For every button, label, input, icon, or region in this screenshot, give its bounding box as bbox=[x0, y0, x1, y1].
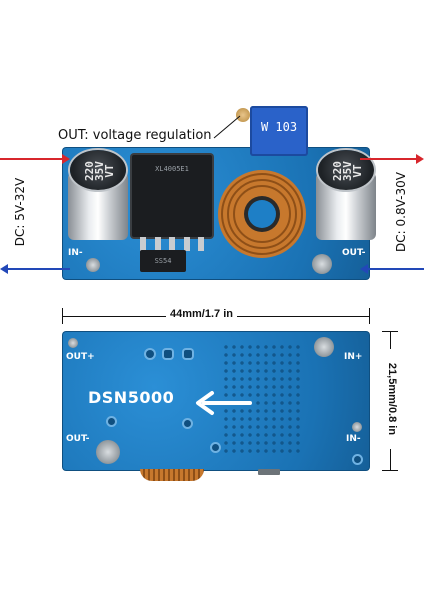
potentiometer-screw bbox=[236, 108, 250, 122]
in-minus-label: IN- bbox=[68, 248, 83, 258]
out-minus-pad-bottom bbox=[96, 440, 120, 464]
right-capacitor-top bbox=[318, 150, 374, 190]
diode-marking: SS54 bbox=[154, 257, 172, 265]
in-minus-pad-bottom bbox=[352, 422, 362, 432]
chip-pins bbox=[140, 237, 204, 251]
via-6 bbox=[354, 456, 361, 463]
toroid-inductor bbox=[218, 170, 306, 258]
connector-edge bbox=[258, 469, 280, 475]
output-voltage-label: DC: 0.8V-30V bbox=[394, 172, 408, 252]
input-voltage-label: DC: 5V-32V bbox=[13, 177, 27, 247]
via-4 bbox=[184, 420, 191, 427]
height-dimension-label: 21,5mm/0.8 in bbox=[386, 349, 398, 449]
in-minus-label-bottom: IN- bbox=[346, 434, 361, 444]
direction-arrow bbox=[196, 391, 252, 415]
in-plus-pad bbox=[314, 337, 334, 357]
via-grid bbox=[222, 343, 302, 453]
out-minus-label: OUT- bbox=[342, 248, 366, 258]
input-arrow-red bbox=[0, 154, 70, 164]
left-capacitor-top bbox=[70, 150, 126, 190]
regulator-chip: XL4005E1 bbox=[132, 155, 212, 237]
potentiometer-label: W 103 bbox=[260, 120, 298, 134]
via-7 bbox=[108, 418, 115, 425]
via-5 bbox=[212, 444, 219, 451]
output-arrow-blue bbox=[360, 264, 424, 274]
right-capacitor-label: 220 35V VT bbox=[331, 161, 364, 181]
out-plus-pad bbox=[68, 338, 78, 348]
in-plus-label: IN+ bbox=[344, 352, 363, 362]
coil-edge bbox=[140, 469, 204, 481]
width-dimension: 44mm/1.7 in bbox=[62, 306, 370, 326]
brand-label: DSN5000 bbox=[88, 388, 175, 407]
output-arrow-red bbox=[360, 154, 424, 164]
out-voltage-regulation-label: OUT: voltage regulation bbox=[58, 128, 212, 143]
annotation-leader-line bbox=[213, 115, 241, 139]
left-capacitor-label: 220 35V VT bbox=[83, 161, 116, 181]
top-board-view: 220 35V VT XL4005E1 SS54 W 103 220 bbox=[0, 100, 424, 300]
width-dimension-label: 44mm/1.7 in bbox=[166, 308, 237, 320]
out-plus-label: OUT+ bbox=[66, 352, 95, 362]
via-2 bbox=[164, 350, 172, 358]
via-1 bbox=[146, 350, 154, 358]
out-minus-pad bbox=[312, 254, 332, 274]
input-arrow-blue bbox=[0, 264, 70, 274]
via-3 bbox=[184, 350, 192, 358]
potentiometer: W 103 bbox=[250, 106, 308, 156]
schottky-diode: SS54 bbox=[140, 250, 186, 272]
chip-marking: XL4005E1 bbox=[155, 165, 189, 173]
in-minus-pad bbox=[86, 258, 100, 272]
out-minus-label-bottom: OUT- bbox=[66, 434, 90, 444]
